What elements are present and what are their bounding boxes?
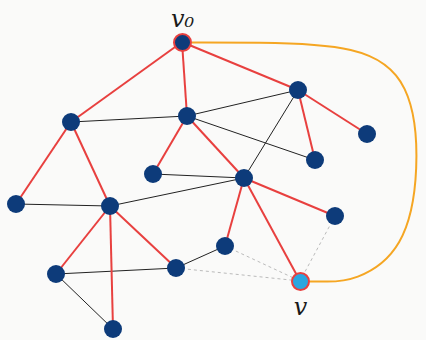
graph-vertex: v₀ bbox=[173, 33, 192, 52]
dashed-edges bbox=[176, 216, 335, 281]
graph-vertex: v bbox=[291, 272, 310, 291]
graph-dots bbox=[7, 81, 376, 338]
tree-edges bbox=[16, 42, 367, 329]
vertex-label: v bbox=[294, 295, 308, 319]
black-edges bbox=[16, 90, 315, 329]
vertex-label: v₀ bbox=[171, 7, 194, 31]
curved-edge bbox=[192, 43, 416, 282]
